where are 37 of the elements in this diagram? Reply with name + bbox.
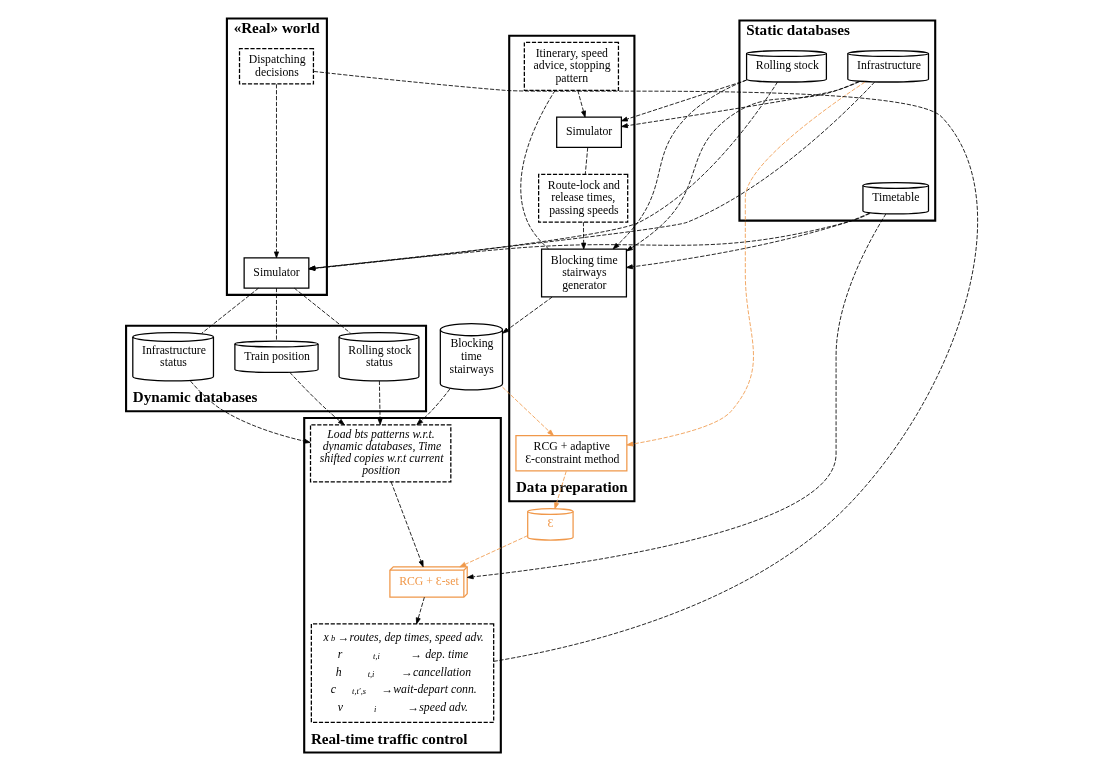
arrow [577,90,586,118]
node-box: Simulator [243,257,310,289]
arrow [621,81,861,129]
node-box: Route-lock and release times, passing speeds [538,173,629,223]
arrow [416,388,451,426]
arrow [626,81,866,447]
arrow [581,221,587,250]
arrow [554,470,567,510]
arrow [308,81,875,271]
node-box: RCG + adaptive Ɛ-constraint method [515,435,628,472]
arrow [626,212,870,270]
arrow [612,79,747,250]
arrow [308,212,871,271]
arrow [390,481,424,568]
arrow [190,380,311,444]
arrow [308,81,778,271]
arrow [274,83,279,259]
arrow [377,380,383,425]
connector [584,147,589,175]
arrow [502,386,554,436]
node-box: Load bts patterns w.r.t. dynamic databases, Time shifted copies w.r.t current position [309,424,452,483]
connector [313,71,978,662]
arrow [459,535,528,568]
arrow [289,372,345,426]
arrow [502,296,553,334]
node-box: Blocking time stairways generator [540,248,628,298]
connector [293,287,351,334]
node-box: Itinerary, speed advice, stopping pattern [523,41,620,91]
connector [276,287,277,342]
arrow [626,81,860,252]
connector [201,287,259,334]
node-box: Dispatching decisions [238,48,315,85]
arrow [621,79,747,122]
arrow [466,213,887,580]
connector [520,90,556,250]
arrow [415,596,425,625]
node-box: Simulator [556,116,622,149]
